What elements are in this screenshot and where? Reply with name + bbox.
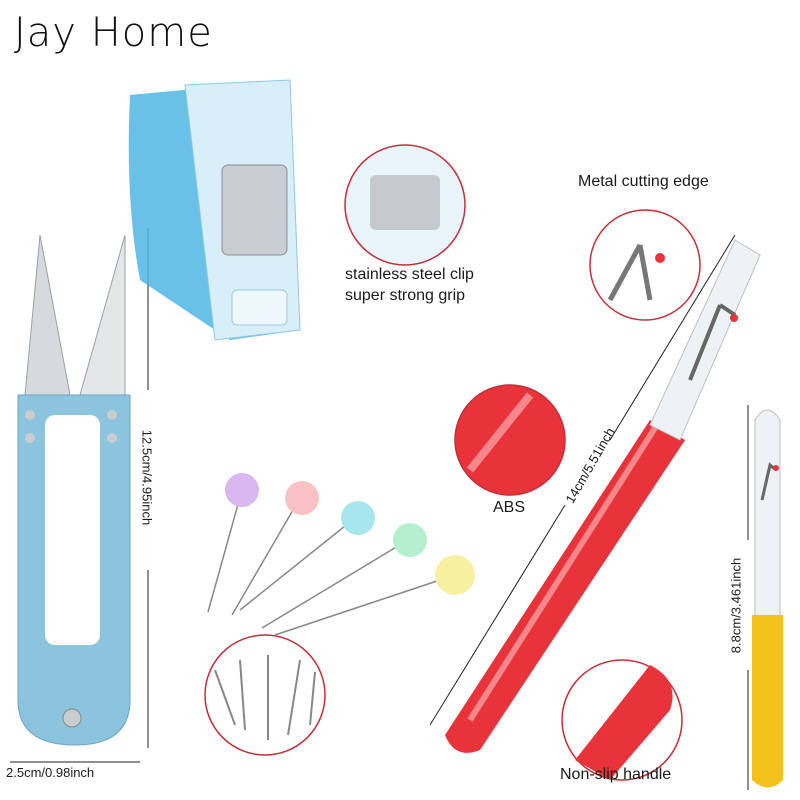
thread-snips-image bbox=[17, 234, 131, 746]
metal-edge-label: Metal cutting edge bbox=[578, 173, 709, 190]
clip-closeup-inset bbox=[344, 144, 466, 266]
dimension-line bbox=[609, 234, 736, 441]
scissors-width-label: 2.5cm/0.98inch bbox=[6, 765, 95, 780]
sewing-clip-image bbox=[128, 79, 301, 341]
button-head-pins-image bbox=[207, 473, 475, 636]
small-seam-ripper-image bbox=[752, 409, 783, 788]
handle-closeup-inset bbox=[561, 659, 683, 781]
large-seam-ripper-image bbox=[445, 239, 761, 753]
pins-closeup-inset bbox=[204, 634, 326, 756]
clip-label-line1: stainless steel clip bbox=[345, 266, 474, 283]
handle-label: Non-slip handle bbox=[560, 766, 672, 783]
small-ripper-length-label: 8.8cm/3.461inch bbox=[728, 557, 744, 654]
cutting-edge-closeup-inset bbox=[589, 209, 701, 321]
clip-label-line2: super strong grip bbox=[345, 287, 466, 304]
abs-closeup-inset bbox=[454, 384, 566, 496]
scissors-length-label: 12.5cm/4.95inch bbox=[139, 429, 155, 526]
brand-logo: Jay Home bbox=[14, 10, 213, 56]
dimension-line bbox=[429, 504, 566, 726]
abs-label: ABS bbox=[493, 499, 526, 516]
